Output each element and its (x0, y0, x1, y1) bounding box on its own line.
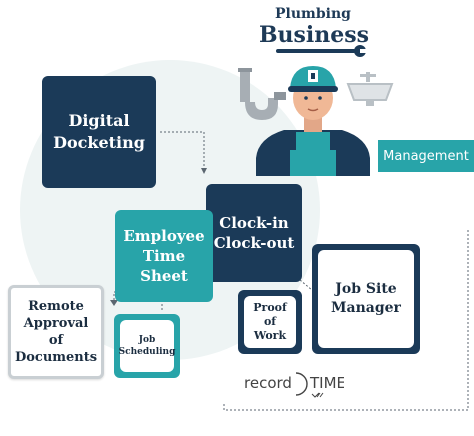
title-business: Business (258, 22, 370, 48)
clock-in-clock-out-box[interactable]: Clock-in Clock-out (206, 184, 302, 282)
clock-in-clock-out-label: Clock-in Clock-out (213, 214, 295, 252)
recordtime-logo: record TIME (244, 372, 344, 398)
job-scheduling-label: Job Scheduling (119, 320, 175, 372)
wrench-icon (276, 45, 370, 57)
logo-record-text: record (244, 374, 292, 392)
proof-of-work-label: Proof of Work (244, 296, 296, 348)
digital-docketing-label: Digital Docketing (53, 111, 145, 152)
digital-docketing-box[interactable]: Digital Docketing (42, 76, 156, 188)
proof-of-work-box[interactable]: Proof of Work (238, 290, 302, 354)
connector-docketing-clock (160, 131, 205, 170)
job-site-manager-label: Job Site Manager (318, 250, 414, 348)
management-badge: Management (378, 140, 474, 172)
job-scheduling-box[interactable]: Job Scheduling (114, 314, 180, 378)
remote-approval-label: Remote Approval of Documents (14, 299, 98, 365)
plumber-figure-icon (256, 66, 370, 176)
connector-bottom-loop (223, 230, 469, 411)
title-plumbing: Plumbing (275, 6, 351, 22)
connector-clock-jobsite (299, 279, 313, 291)
employee-time-sheet-box[interactable]: Employee Time Sheet (115, 210, 213, 302)
job-site-manager-box[interactable]: Job Site Manager (312, 244, 420, 354)
arrowhead-down (201, 168, 207, 174)
pipe-icon (238, 68, 286, 120)
remote-approval-box[interactable]: Remote Approval of Documents (8, 285, 104, 379)
sink-icon (346, 72, 394, 106)
employee-time-sheet-label: Employee Time Sheet (123, 227, 205, 285)
logo-time-text: TIME (309, 374, 344, 392)
arrowhead-small (110, 300, 118, 306)
